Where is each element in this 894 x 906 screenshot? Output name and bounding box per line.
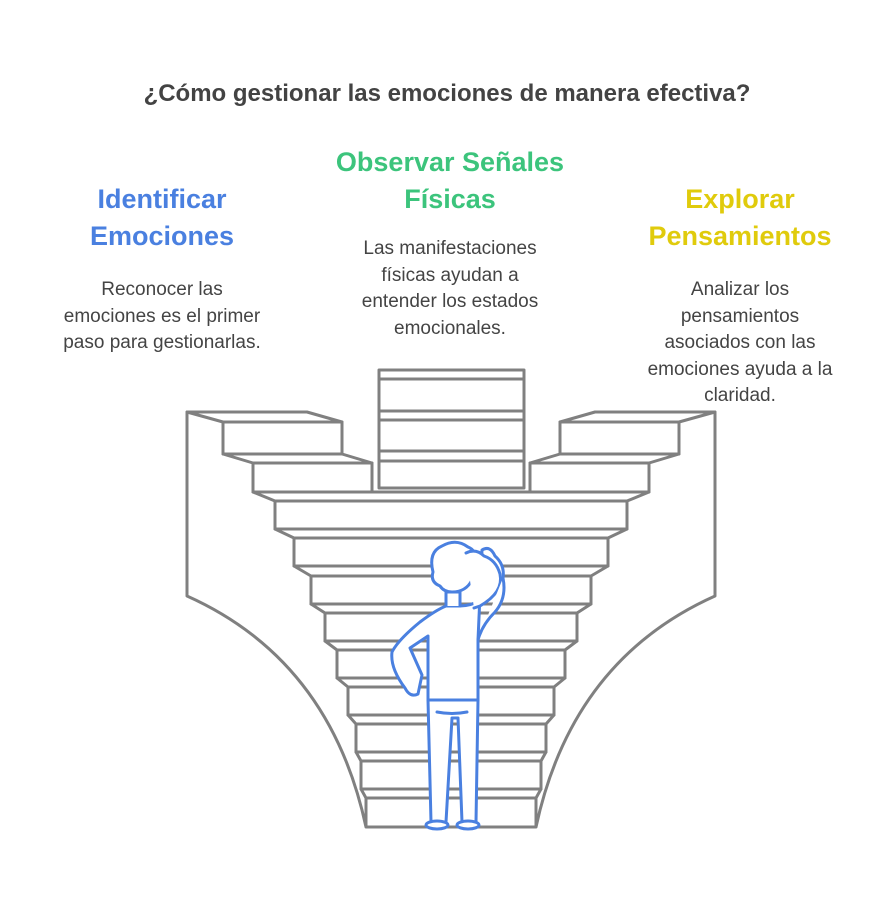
side-frame [534,410,717,828]
step-body-observe: Las manifestaciones físicas ayudan a ent… [361,238,539,339]
upper-step [221,420,344,456]
step-body-explore: Analizar los pensamientos asociados con … [647,279,833,406]
step-body-identify: Reconocer las emociones es el primer pas… [63,279,261,353]
upper-step [558,420,681,456]
side-frame [185,410,368,828]
upper-step [528,461,651,494]
center-tower [377,368,526,490]
stair-riser [273,499,629,531]
step-heading-explore: Explorar Pensamientos [648,184,832,251]
upper-step [251,461,374,494]
step-heading-observe: Observar Señales Físicas [335,147,565,214]
step-heading-identify: Identificar Emociones [89,184,235,251]
page-title: ¿Cómo gestionar las emociones de manera … [143,80,751,107]
person-thinking-icon [390,540,506,831]
stair-riser [364,796,538,829]
stair-riser [359,759,543,791]
